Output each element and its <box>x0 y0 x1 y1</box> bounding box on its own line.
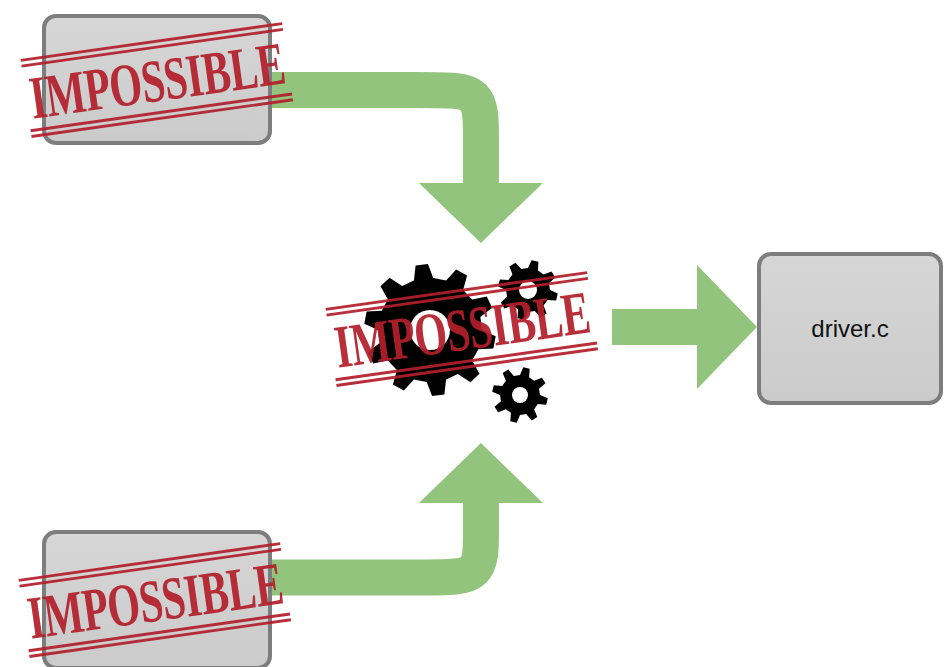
arrow-shaft <box>272 90 481 183</box>
flow-arrow <box>272 90 543 243</box>
gear-hole <box>512 387 528 403</box>
gear-shape <box>492 367 548 423</box>
flow-arrow <box>272 443 543 578</box>
impossible-stamp: IMPOSSIBLE <box>19 542 292 658</box>
impossible-stamp: IMPOSSIBLE <box>21 22 294 138</box>
arrow-head <box>419 443 543 503</box>
flow-arrow <box>612 265 757 389</box>
file-box: IMPOSSIBLE <box>42 530 272 667</box>
arrow-shaft <box>612 309 697 345</box>
arrow-head <box>697 265 757 389</box>
file-name: driver.c <box>811 315 888 343</box>
arrow-head <box>419 183 543 243</box>
arrow-shaft <box>272 503 481 578</box>
file-box: IMPOSSIBLE <box>42 14 272 145</box>
gear-node: IMPOSSIBLE <box>355 243 612 443</box>
file-box: driver.c <box>757 252 943 405</box>
